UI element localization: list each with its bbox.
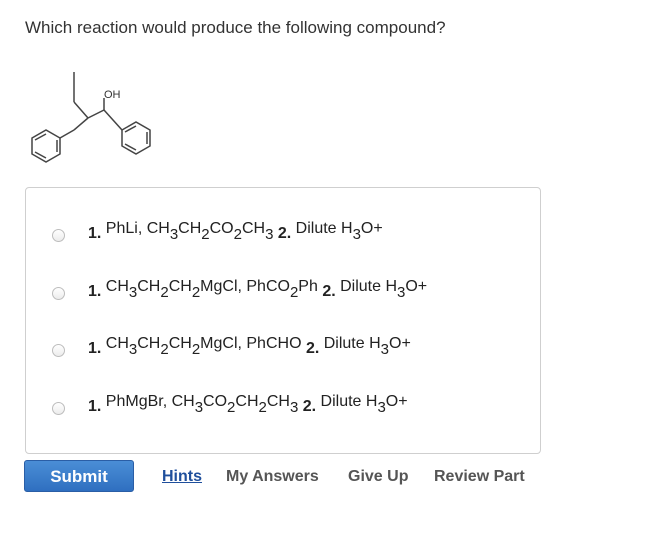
subscript: 3	[289, 399, 299, 416]
submit-button[interactable]: Submit	[24, 460, 134, 492]
formula-text: CH	[235, 393, 259, 410]
step-number: 1.	[88, 340, 102, 357]
formula-text: CH	[241, 220, 266, 237]
formula-text: Dilute H	[319, 335, 381, 352]
step-number: 1.	[88, 398, 102, 415]
formula-text: CH	[101, 335, 129, 352]
choice-4-text: 1. PhMgBr, CH3CO2CH2CH3 2. Dilute H3O+	[88, 391, 408, 416]
formula-text: CO	[209, 220, 234, 237]
step-number: 2.	[322, 283, 336, 300]
step-number: 1.	[88, 225, 102, 242]
formula-text: MgCl, PhCO	[200, 278, 290, 295]
formula-text: Dilute H	[291, 220, 353, 237]
my-answers-link[interactable]: My Answers	[226, 468, 319, 485]
subscript: 3	[194, 399, 204, 416]
choice-3-text: 1. CH3CH2CH2MgCl, PhCHO 2. Dilute H3O+	[88, 333, 411, 358]
formula-text: Dilute H	[335, 278, 398, 295]
formula-text: PhMgBr, CH	[101, 393, 195, 410]
step-number: 1.	[88, 283, 102, 300]
formula-text: CH	[266, 393, 290, 410]
subscript: 2	[201, 226, 210, 243]
formula-text: Dilute H	[316, 393, 378, 410]
formula-text: CH	[101, 278, 129, 295]
subscript: 2	[227, 399, 236, 416]
subscript: 2	[191, 284, 201, 301]
right-phenyl-ring	[121, 121, 151, 155]
formula-text: O+	[389, 335, 411, 352]
choice-4[interactable]: 1. PhMgBr, CH3CO2CH2CH3 2. Dilute H3O+	[26, 391, 540, 431]
formula-text: Ph	[298, 278, 323, 295]
subscript: 3	[169, 226, 179, 243]
choice-2[interactable]: 1. CH3CH2CH2MgCl, PhCO2Ph 2. Dilute H3O+	[26, 276, 540, 316]
choice-1-radio[interactable]	[52, 229, 65, 242]
subscript: 3	[352, 226, 361, 243]
subscript: 2	[160, 341, 169, 358]
answer-choices: 1. PhLi, CH3CH2CO2CH3 2. Dilute H3O+ 1. …	[25, 187, 541, 454]
formula-text: CH	[137, 278, 161, 295]
subscript: 2	[289, 284, 299, 301]
choice-3-radio[interactable]	[52, 344, 65, 357]
question-text: Which reaction would produce the followi…	[25, 18, 446, 37]
subscript: 2	[191, 341, 201, 358]
carbon-chain	[59, 72, 123, 139]
formula-text: CH	[168, 335, 192, 352]
formula-text: MgCl, PhCHO	[200, 335, 306, 352]
subscript: 3	[380, 341, 389, 358]
formula-text: CH	[168, 278, 192, 295]
give-up-link[interactable]: Give Up	[348, 468, 409, 485]
subscript: 3	[397, 284, 406, 301]
subscript: 2	[258, 399, 267, 416]
choice-4-radio[interactable]	[52, 402, 65, 415]
left-phenyl-ring	[31, 129, 61, 163]
review-part-link[interactable]: Review Part	[434, 468, 525, 485]
molecule-structure: OH	[31, 72, 151, 163]
formula-text: O+	[360, 220, 383, 237]
choice-3[interactable]: 1. CH3CH2CH2MgCl, PhCHO 2. Dilute H3O+	[26, 333, 540, 373]
formula-text: O+	[385, 393, 408, 410]
step-number: 2.	[298, 398, 317, 415]
subscript: 3	[128, 284, 138, 301]
step-number: 2.	[305, 340, 320, 357]
oh-label: OH	[104, 89, 121, 101]
step-number: 2.	[273, 225, 292, 242]
subscript: 3	[377, 399, 386, 416]
formula-text: CH	[178, 220, 202, 237]
choice-1[interactable]: 1. PhLi, CH3CH2CO2CH3 2. Dilute H3O+	[26, 218, 540, 258]
subscript: 2	[160, 284, 169, 301]
formula-text: PhLi, CH	[101, 220, 170, 237]
choice-1-text: 1. PhLi, CH3CH2CO2CH3 2. Dilute H3O+	[88, 218, 383, 243]
choice-2-radio[interactable]	[52, 287, 65, 300]
subscript: 3	[128, 341, 138, 358]
formula-text: CO	[203, 393, 228, 410]
choice-2-text: 1. CH3CH2CH2MgCl, PhCO2Ph 2. Dilute H3O+	[88, 276, 428, 301]
formula-text: CH	[137, 335, 161, 352]
hints-link[interactable]: Hints	[162, 468, 202, 485]
formula-text: O+	[405, 278, 428, 295]
subscript: 2	[233, 226, 242, 243]
subscript: 3	[265, 226, 274, 243]
